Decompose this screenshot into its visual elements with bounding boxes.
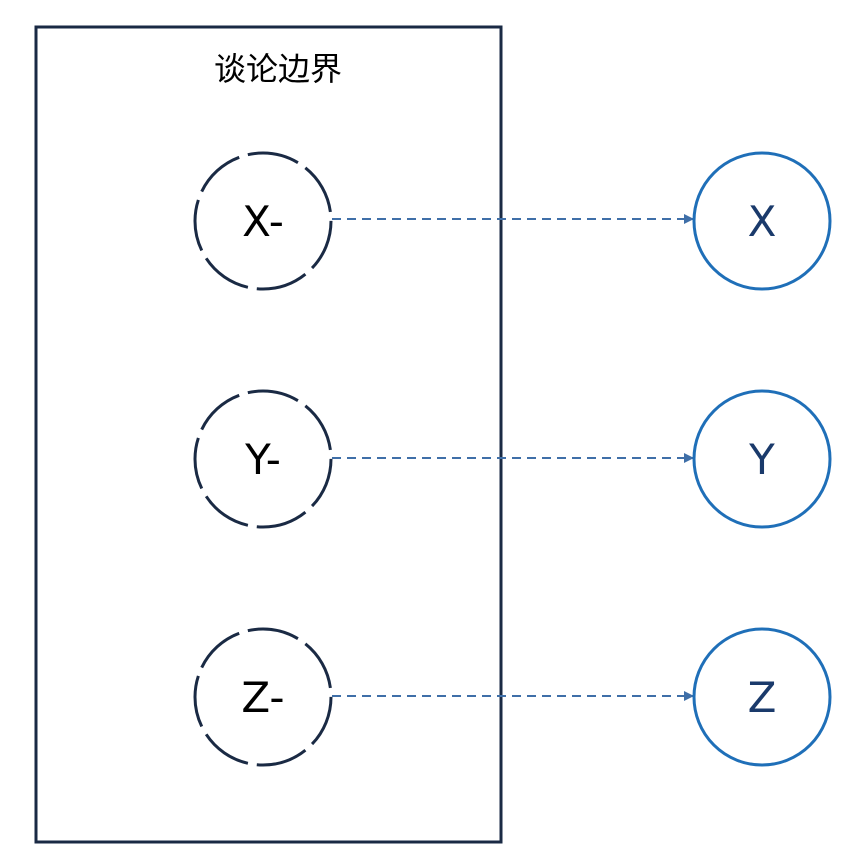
outer-node-z-label: Z xyxy=(748,673,777,722)
inner-node-y-circle xyxy=(193,389,333,529)
outer-node-x-circle xyxy=(692,151,832,291)
boundary-title: 谈论边界 xyxy=(214,50,342,88)
outer-node-y-label: Y xyxy=(748,435,775,484)
outer-node-z-circle xyxy=(692,627,832,767)
inner-node-x-label: X- xyxy=(242,197,284,246)
node-row-x: X- X xyxy=(193,151,832,291)
inner-node-x-circle xyxy=(193,151,333,291)
node-row-y: Y- Y xyxy=(193,389,832,529)
inner-node-y-label: Y- xyxy=(244,435,281,484)
boundary-box xyxy=(34,25,503,844)
inner-node-z-circle xyxy=(193,627,333,767)
inner-node-z-label: Z- xyxy=(241,673,284,722)
outer-node-x-label: X xyxy=(748,197,777,246)
outer-node-y-circle xyxy=(692,389,832,529)
node-row-z: Z- Z xyxy=(193,627,832,767)
